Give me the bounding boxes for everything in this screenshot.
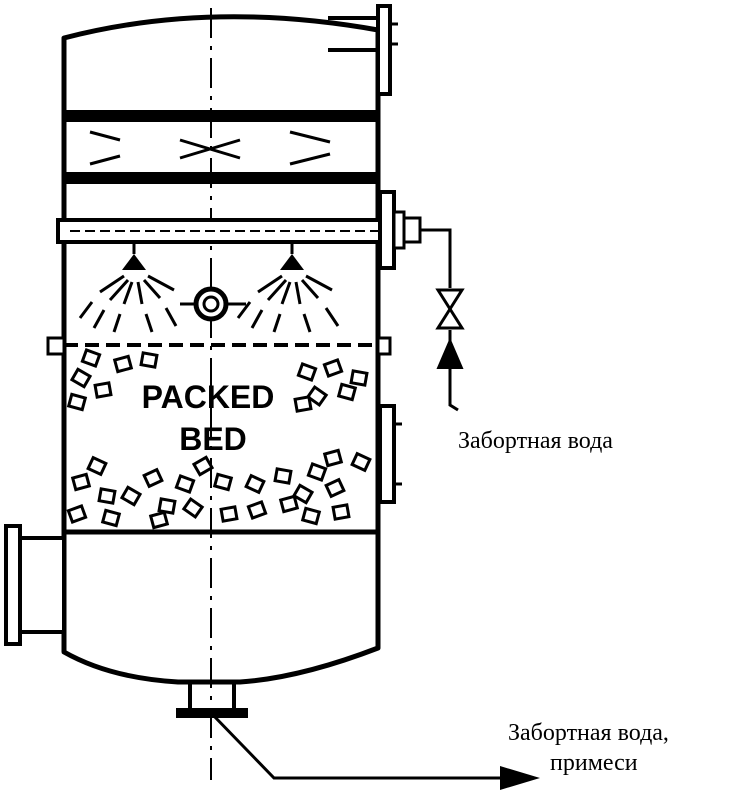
right-side-lug: [376, 336, 392, 356]
right-middle-flange: [378, 404, 402, 504]
outlet-flow-arrow-icon: [500, 766, 540, 790]
spray-pattern-right: [236, 274, 340, 333]
central-inlet-pipe: [180, 286, 246, 322]
packing-label-line2: BED: [179, 421, 247, 457]
gas-inlet-nozzle: [4, 524, 66, 646]
packing-label-line1: PACKED: [142, 379, 275, 415]
outlet-label-line1: Забортная вода,: [508, 720, 669, 746]
left-side-lug: [46, 336, 66, 356]
outlet-label-line2: примеси: [550, 750, 638, 776]
packing-media: [66, 348, 372, 530]
spray-nozzle-right: [280, 242, 304, 270]
inlet-valve-icon: [435, 288, 465, 330]
mist-eliminator-pad: [64, 110, 378, 184]
spray-header: [56, 218, 396, 244]
vessel-shell: [61, 14, 381, 685]
spray-pattern-left: [78, 274, 178, 333]
inlet-flow-arrow-icon: [436, 337, 464, 369]
inlet-water-label: Забортная вода: [458, 428, 613, 454]
spray-inlet-flange: [378, 190, 422, 270]
outlet-pipe: [210, 712, 500, 780]
bottom-drain-nozzle: [176, 682, 248, 718]
top-outlet-nozzle: [328, 4, 398, 96]
spray-nozzle-left: [122, 242, 146, 270]
